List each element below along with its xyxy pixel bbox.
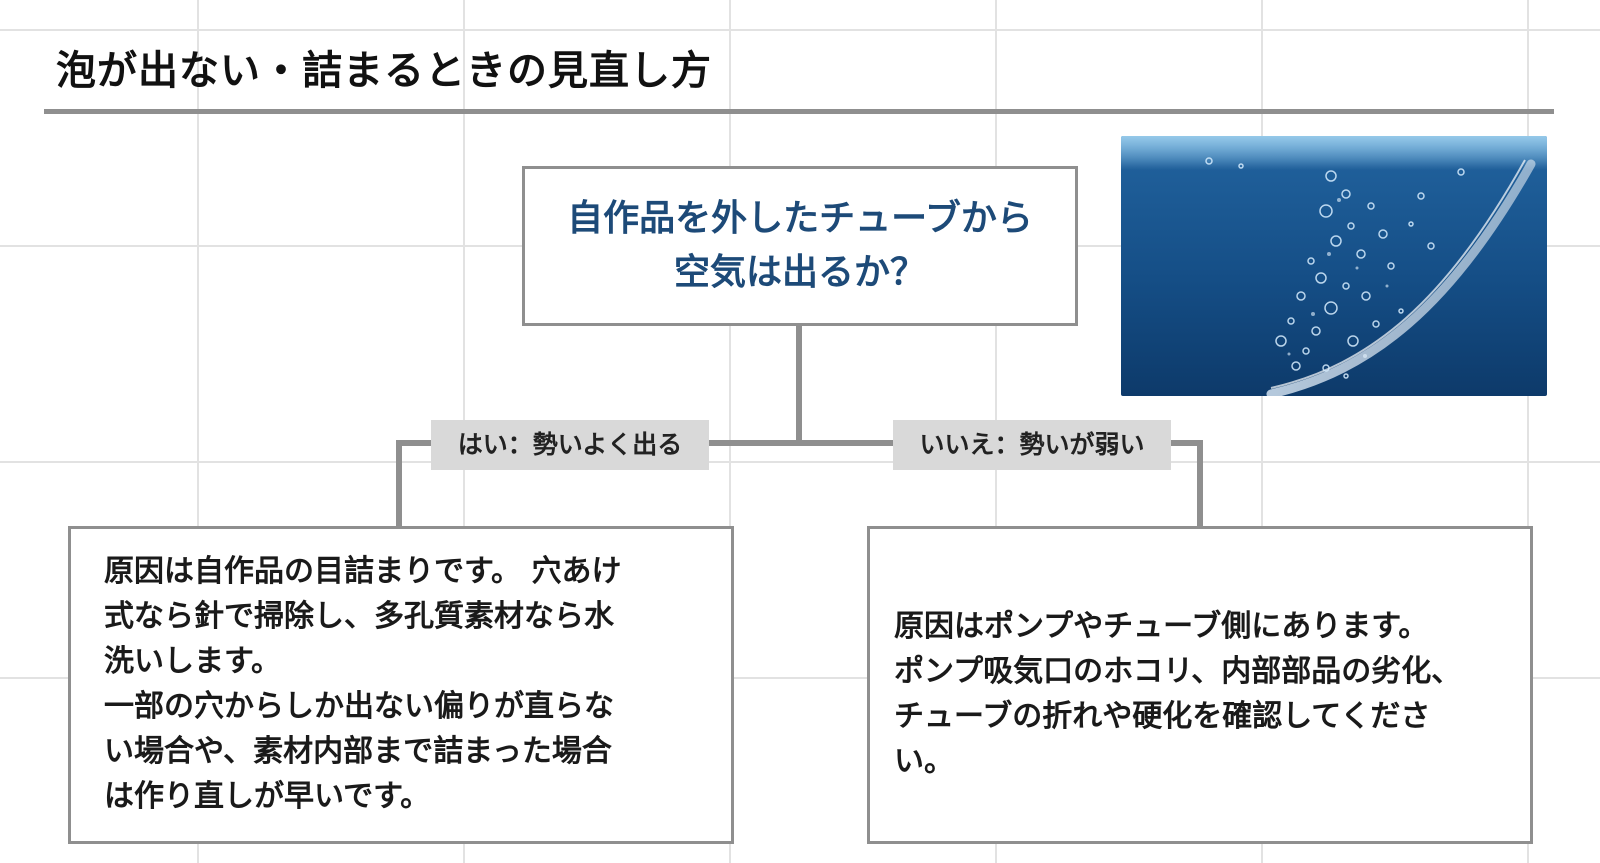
answer-text-no: 原因はポンプやチューブ側にあります。 ポンプ吸気口のホコリ、内部部品の劣化、 チ… (894, 609, 1462, 779)
answer-box-no: 原因はポンプやチューブ側にあります。 ポンプ吸気口のホコリ、内部部品の劣化、 チ… (867, 526, 1533, 844)
question-text: 自作品を外したチューブから 空気は出るか？ (567, 198, 1033, 293)
connector-horizontal (396, 440, 1203, 446)
branch-label-no: いいえ：勢いが弱い (893, 420, 1171, 470)
answer-box-yes: 原因は自作品の目詰まりです。 穴あけ 式なら針で掃除し、多孔質素材なら水 洗いし… (68, 526, 734, 844)
branch-label-yes: はい：勢いよく出る (431, 420, 709, 470)
connector-right-drop (1197, 440, 1203, 526)
page-title: 泡が出ない・詰まるときの見直し方 (56, 48, 712, 94)
question-box: 自作品を外したチューブから 空気は出るか？ (522, 166, 1078, 326)
underwater-bubbles-photo (1121, 136, 1547, 396)
connector-left-drop (396, 440, 402, 526)
answer-text-yes: 原因は自作品の目詰まりです。 穴あけ 式なら針で掃除し、多孔質素材なら水 洗いし… (104, 554, 622, 814)
connector-trunk (796, 326, 802, 444)
title-underline (44, 109, 1554, 114)
